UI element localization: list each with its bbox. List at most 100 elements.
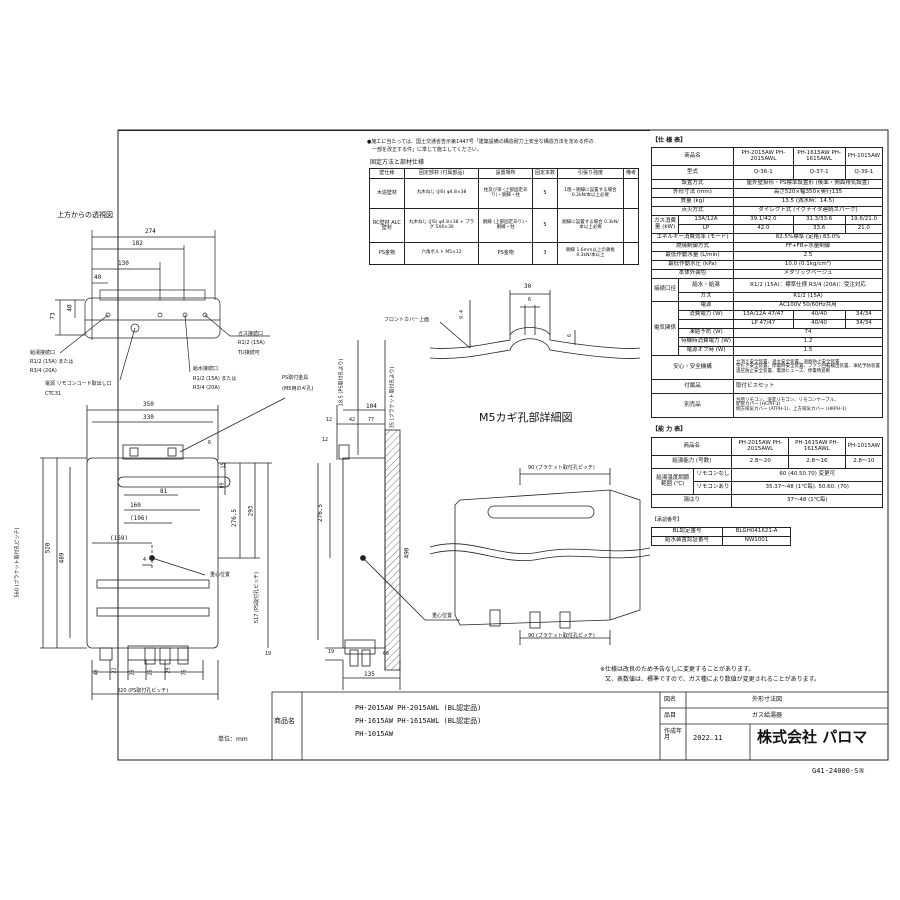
dim-320: 320 (PS取付孔ピッチ) bbox=[117, 688, 169, 694]
date-value: 2022.11 bbox=[693, 734, 723, 742]
table-row: 待機時消費電力 (W) 1.2 bbox=[652, 337, 883, 347]
table-cell: 40/40 bbox=[792, 319, 846, 329]
side-view bbox=[317, 340, 460, 690]
table-row: 最低作動水圧 (kPa)10.0 (0.1kg/cm²) bbox=[651, 260, 883, 270]
install-note-line2: 一部を改正する件」に準じて施工してください。 bbox=[372, 147, 482, 153]
dim-293: 293 bbox=[247, 505, 255, 517]
table-cell: 最低作動水量 (L/min) bbox=[651, 251, 734, 261]
table-cell: 35.37〜48 (1℃毎). 50.60. (70) bbox=[731, 481, 883, 495]
table-header: PH-1615AW PH-1615AWL bbox=[792, 147, 846, 166]
table-cell: 湯はり bbox=[650, 494, 733, 508]
table-cell: 質量 (kg) bbox=[651, 197, 734, 207]
dim-350: 350 bbox=[143, 401, 154, 408]
table-cell: 安心・安全機構 bbox=[651, 355, 734, 380]
table-row: エネルギー消費効率 (モード)82.5%標準 (定格) 83.0% bbox=[651, 233, 883, 243]
iso-view bbox=[429, 468, 651, 645]
table-row: ガス消費量 (kW) 13A/12A 39.1/42.0 31.3/33.6 1… bbox=[650, 215, 884, 234]
table-cell bbox=[678, 319, 734, 329]
table-cell: 点火方式 bbox=[651, 206, 734, 216]
water-inlet-spec2: R3/4 (20A) bbox=[193, 385, 220, 391]
table-row: 接続口径 給水・給湯 R1/2 (15A)：標準仕様 R3/4 (20A)：受注… bbox=[650, 278, 883, 302]
dim-75: 75 bbox=[181, 669, 188, 676]
m5-detail bbox=[429, 290, 641, 359]
table-cell: R1/2 (15A)：標準仕様 R3/4 (20A)：受注対応 bbox=[733, 278, 883, 293]
table-cell: 13A/12A 47/47 bbox=[733, 310, 794, 320]
dim-25a: 25 bbox=[129, 669, 136, 676]
table-cell: 60 (40.50.70) 変更可 bbox=[731, 468, 883, 482]
power-outlet-label: 電源 リモコンコード取出し口 bbox=[45, 381, 112, 387]
table-cell: RC壁材 ALC壁材 bbox=[369, 208, 405, 243]
table-row: 本体外装色メタリックベージュ bbox=[651, 269, 883, 279]
dim-330: 330 bbox=[143, 414, 154, 421]
dim-160: 160 bbox=[130, 502, 141, 509]
company-logo: 株式会社 パロマ bbox=[757, 728, 868, 746]
table-row: 木造壁材 丸木ねじ (JIS) φ4.8×38 柱及び梁 (上部固定あり)・胴縁… bbox=[369, 178, 640, 209]
table-header: PH-2015AW PH-2015AWL bbox=[731, 437, 790, 456]
front-cover-label: フロントカバー上面 bbox=[384, 317, 430, 323]
table-cell: 2.8〜16 bbox=[788, 455, 846, 469]
table-cell: ダイレクト式 (イグナイタ連続スパーク) bbox=[733, 206, 883, 216]
table-cell: PS金物 bbox=[478, 242, 533, 265]
table-cell: NW1001 bbox=[722, 536, 791, 546]
dim-274: 274 bbox=[145, 228, 156, 235]
detail-dim-6: 6 bbox=[528, 297, 532, 303]
table-row: 安心・安全機構 立消え安全装置、過大安全装置、過熱防止安全装置 空だき安全装置、… bbox=[651, 355, 883, 380]
table-cell: 胴縁に設置する場合 0.3kN/本以上必要 bbox=[556, 208, 624, 243]
table-cell: PS金物 bbox=[369, 242, 405, 265]
table-cell: 31.3/33.6 bbox=[792, 215, 846, 225]
dim-4: 4 bbox=[143, 557, 147, 563]
table-cell: 待機時消費電力 (W) bbox=[678, 337, 734, 347]
table-cell: Q-36-1 bbox=[733, 165, 794, 180]
table-cell: 別売品 bbox=[651, 393, 734, 418]
top-view-title: 上方からの透視図 bbox=[57, 211, 113, 219]
item-label: 品目 bbox=[664, 712, 677, 719]
notice-line2: 又、表数値は、標準ですので、ガス種により数値が変更されることがあります。 bbox=[605, 676, 821, 683]
table-header: 壁仕様 bbox=[369, 168, 405, 179]
table-cell: 給湯能力 (号数) bbox=[650, 455, 733, 469]
table-cell: 給水装置認証番号 bbox=[650, 536, 724, 546]
ability-table: 商品名 PH-2015AW PH-2015AWL PH-1615AW PH-16… bbox=[650, 437, 884, 508]
table-cell: 屋外壁掛形・PS標準設置形 (後面・側面排気設置) bbox=[733, 179, 883, 189]
dim-29: 29 bbox=[165, 667, 172, 674]
table-row: 別売品 台所リモコン、浴室リモコン、リモコンケーブル、 配管カバー (HCPH-… bbox=[651, 393, 883, 418]
table-cell: 1箇・胴縁に設置する場合 0.2kN/本以上必要 bbox=[556, 178, 624, 209]
table-cell: エネルギー消費効率 (モード) bbox=[651, 233, 734, 243]
water-inlet-spec1: R1/2 (15A) または bbox=[193, 376, 237, 382]
doc-number: G41-24000-S⑤ bbox=[812, 767, 865, 775]
top-view bbox=[55, 230, 270, 381]
table-cell: 台所リモコン、浴室リモコン、リモコンケーブル、 配管カバー (HCPH-1) 側… bbox=[733, 393, 883, 418]
table-cell: 柱及び梁 (上部固定あり)・胴縁・柱 bbox=[478, 178, 533, 209]
table-header: 引張り強度 bbox=[556, 168, 624, 179]
detail-dim-6b: 6 bbox=[567, 333, 574, 338]
table-row: リモコンあり 35.37〜48 (1℃毎). 50.60. (70) bbox=[652, 481, 883, 495]
drawing-name-value: 外形寸法図 bbox=[752, 696, 783, 703]
table-row: 最低作動水量 (L/min)2.5 bbox=[651, 251, 883, 261]
table-cell: 給湯温度調節範囲 (℃) bbox=[650, 468, 695, 495]
table-cell: 10.0 (0.1kg/cm²) bbox=[733, 260, 883, 270]
product-line3: PH-1015AW bbox=[355, 730, 393, 738]
table-cell: 40/40 bbox=[792, 310, 846, 320]
dim-560: 560 (ブラケット取付孔ピッチ) bbox=[14, 527, 21, 598]
table-cell: 取付ビスセット bbox=[733, 379, 883, 394]
table-cell bbox=[622, 242, 640, 265]
table-cell: リモコンなし bbox=[693, 468, 733, 482]
dim-19: 19 bbox=[265, 651, 272, 657]
table-cell: 2.5 bbox=[733, 251, 883, 261]
table-header: 設置場所 bbox=[478, 168, 533, 179]
dim-25b: 25 bbox=[147, 669, 154, 676]
dim-18-5: 18.5 (PS取付孔より) bbox=[338, 358, 345, 407]
table-cell: 13.5 (満水時：14.5) bbox=[733, 197, 883, 207]
table-row: LP 42.0 33.6 21.0 bbox=[652, 224, 884, 234]
dim-489: 489 bbox=[58, 552, 66, 564]
table-row: 質量 (kg)13.5 (満水時：14.5) bbox=[651, 197, 883, 207]
dim-89: 89 bbox=[219, 482, 226, 489]
table-row: 設置方式屋外壁掛形・PS標準設置形 (後面・側面排気設置) bbox=[651, 179, 883, 189]
iso-dim-top: 90 (ブラケット取付孔ピッチ) bbox=[528, 465, 595, 471]
safety-text2: 空だき安全装置、停電時安全装置、ファン回転検出装置、凍結予防装置 bbox=[736, 364, 880, 370]
table-row: 型式 Q-36-1 Q-37-1 Q-39-1 bbox=[651, 165, 884, 180]
table-cell: R1/2 (15A) bbox=[733, 292, 883, 302]
product-line2: PH-1615AW PH-1615AWL (BL認定品) bbox=[355, 717, 482, 725]
table-cell: BL認定番号 bbox=[650, 527, 724, 537]
